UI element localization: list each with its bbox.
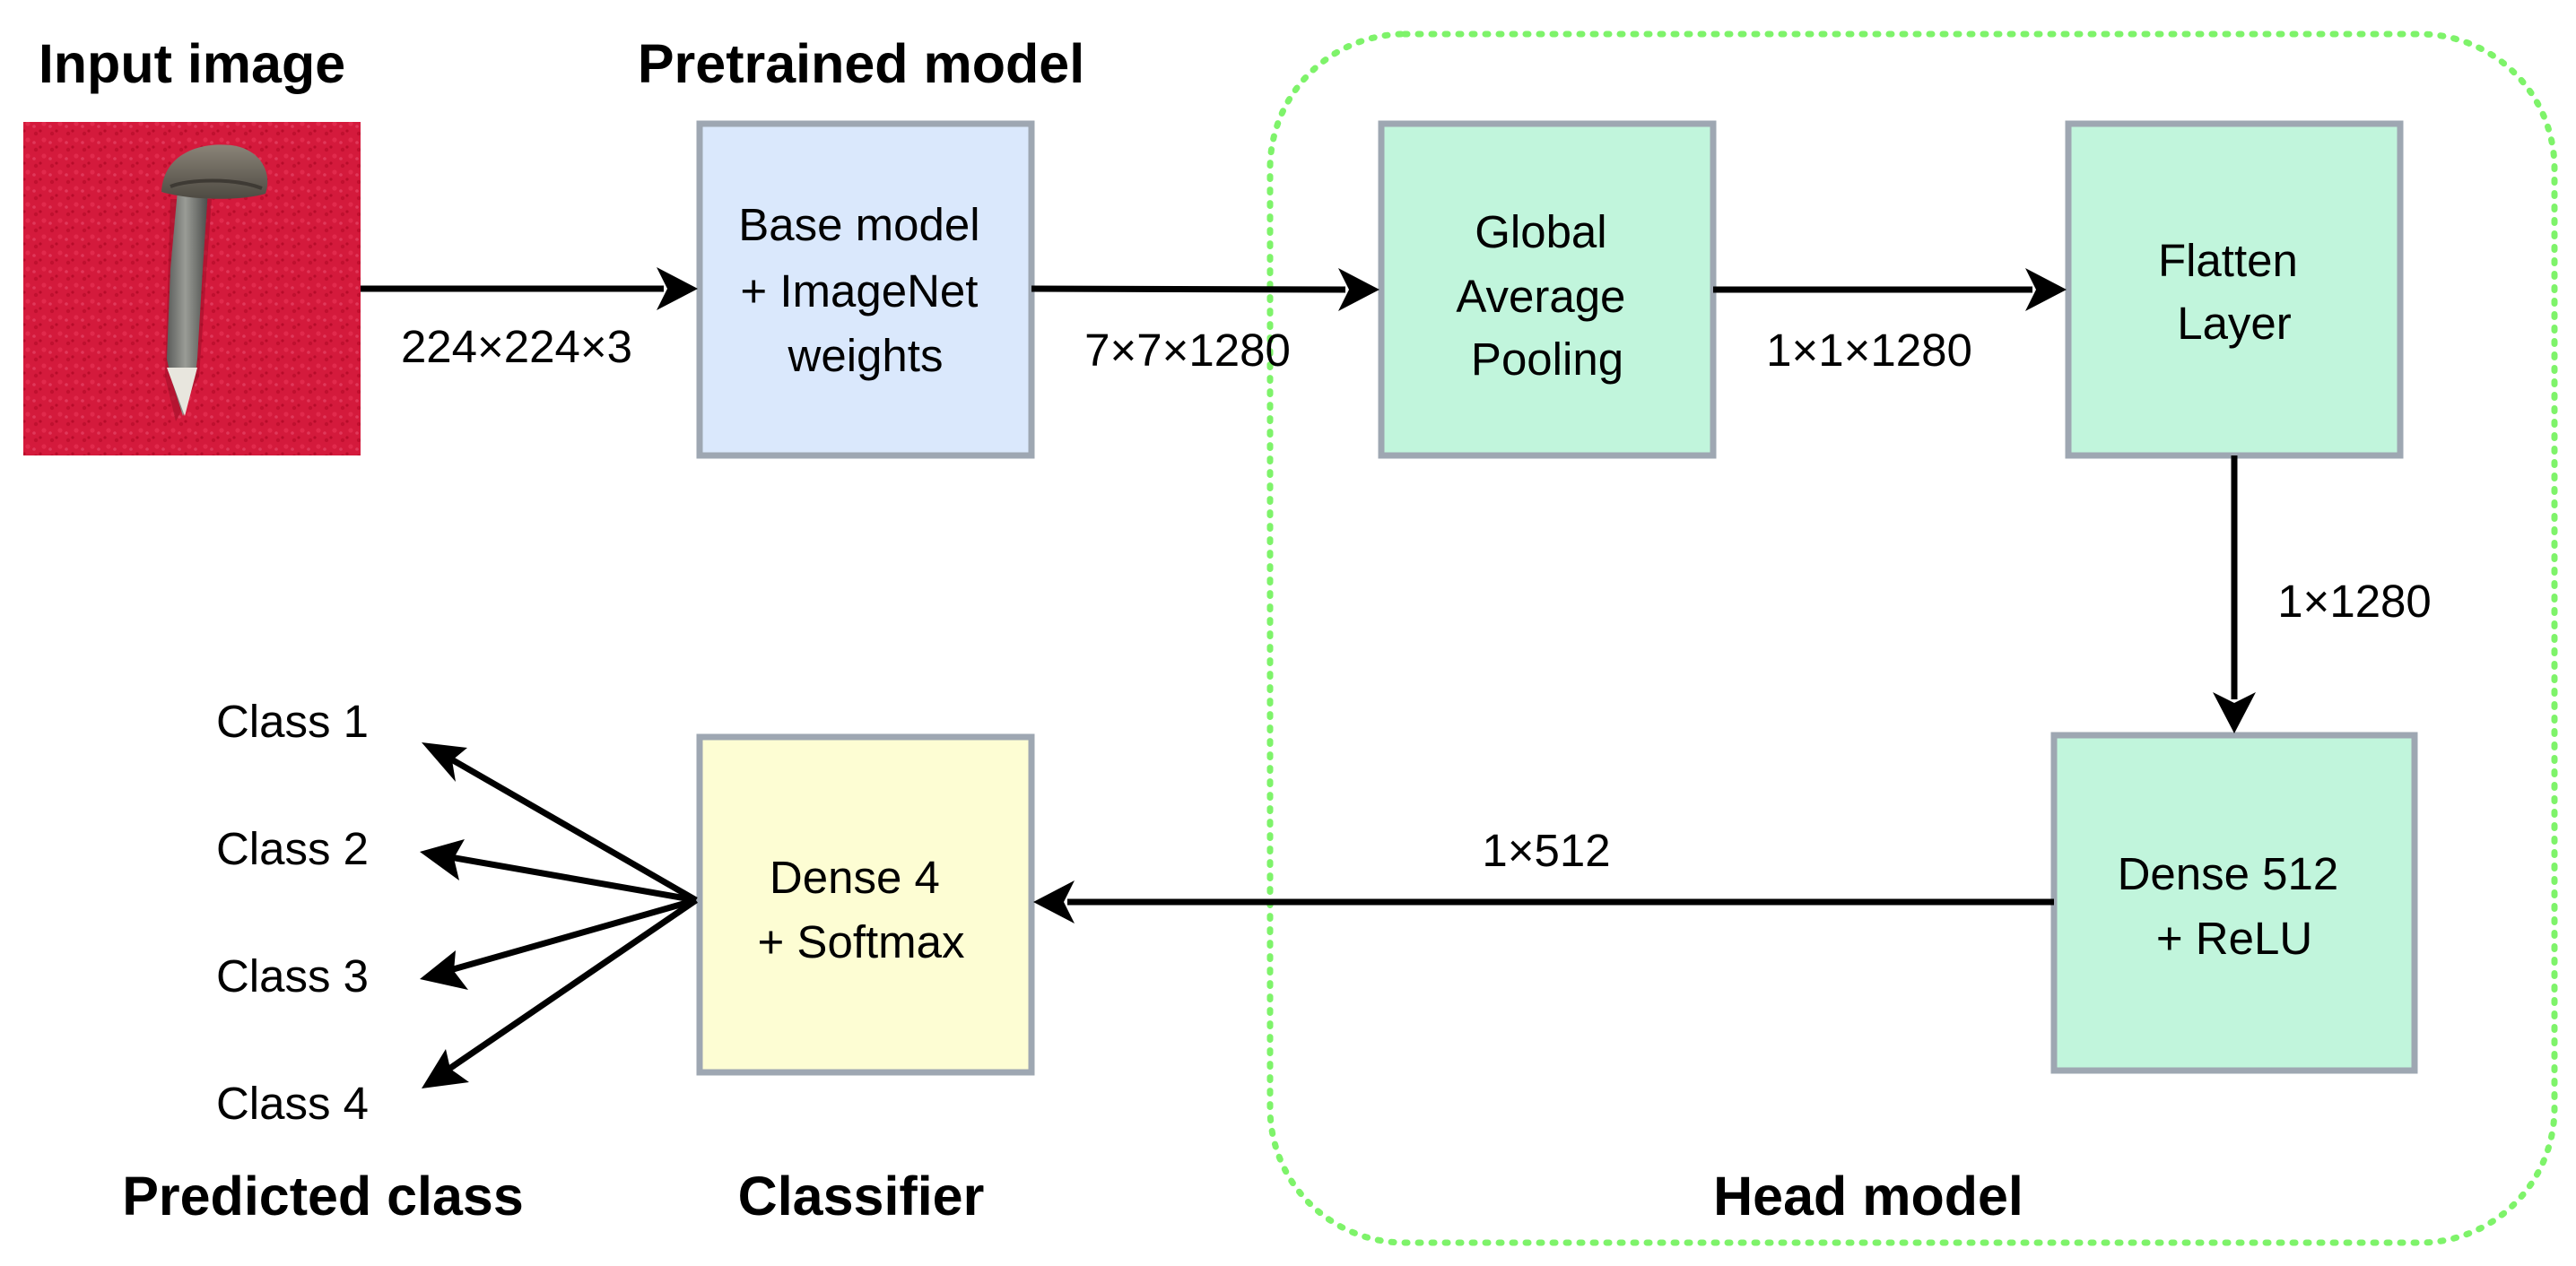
edge-label-base-to-gap: 7×7×1280: [1084, 325, 1291, 376]
class-3-label: Class 3: [216, 950, 369, 1002]
dense-512-label: Dense 512 + ReLU: [2118, 848, 2352, 964]
edge-label-gap-to-flatten: 1×1×1280: [1766, 325, 1972, 376]
class-1-label: Class 1: [216, 696, 369, 747]
dense-512-box: [2050, 732, 2418, 1074]
flatten-layer-box: [2065, 120, 2404, 459]
classifier-title: Classifier: [738, 1166, 985, 1227]
class-4-label: Class 4: [216, 1078, 369, 1129]
dense-4-box: [696, 733, 1035, 1076]
arrow-to-class-1: [422, 742, 698, 904]
edge-label-dense512-to-dense4: 1×512: [1482, 825, 1610, 876]
edge-label-input-to-base: 224×224×3: [401, 321, 632, 372]
edge-label-flatten-to-dense512: 1×1280: [2277, 576, 2432, 627]
predicted-class-title: Predicted class: [122, 1166, 524, 1227]
global-avg-pooling-label: Global Average Pooling: [1456, 206, 1638, 385]
head-model-title: Head model: [1713, 1166, 2023, 1227]
arrow-input-to-base: [361, 267, 698, 310]
base-model-box: [696, 120, 1035, 459]
pretrained-model-title: Pretrained model: [638, 33, 1084, 94]
dense-4-label: Dense 4 + Softmax: [757, 852, 964, 967]
flatten-layer-label: Flatten Layer: [2158, 235, 2311, 349]
arrow-base-to-gap: [1031, 268, 1379, 311]
global-avg-pooling-box: [1378, 120, 1717, 459]
head-model-group: [1266, 30, 2558, 1246]
class-2-label: Class 2: [216, 823, 369, 874]
base-model-label: Base model + ImageNet weights: [738, 199, 993, 381]
arrow-dense512-to-dense4: [1033, 880, 2054, 923]
arrow-to-class-3: [420, 897, 697, 990]
input-image: [23, 122, 361, 455]
arrow-gap-to-flatten: [1713, 268, 2067, 311]
arrow-to-class-4: [422, 897, 698, 1088]
input-image-title: Input image: [39, 33, 345, 94]
arrow-flatten-to-dense512: [2213, 455, 2256, 733]
arrow-to-class-2: [420, 839, 697, 904]
